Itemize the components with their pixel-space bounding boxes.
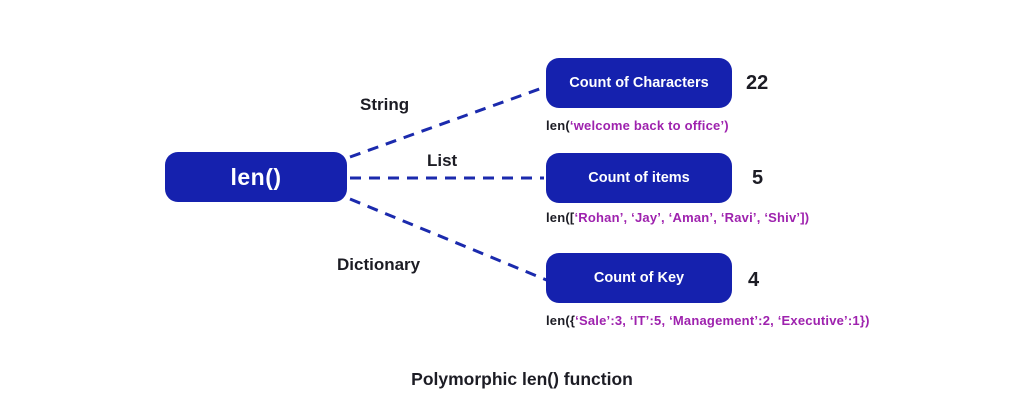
branch-label-dictionary: Dictionary [337, 255, 421, 274]
connector-dictionary-line [349, 197, 550, 283]
branch-label-list: List [427, 151, 458, 170]
code-example-dictionary: len({‘Sale’:3, ‘IT’:5, ‘Management’:2, ‘… [546, 313, 870, 328]
code-argument: ‘Rohan’, ‘Jay’, ‘Aman’, ‘Ravi’, ‘Shiv’]) [574, 210, 810, 225]
code-prefix: len({ [546, 313, 576, 328]
code-argument: ‘Sale’:3, ‘IT’:5, ‘Management’:2, ‘Execu… [575, 313, 870, 328]
result-value-list: 5 [752, 167, 764, 189]
count-of-items-node: Count of items [546, 153, 732, 203]
code-example-string: len(‘welcome back to office’) [546, 118, 729, 133]
code-prefix: len( [546, 118, 570, 133]
code-prefix: len([ [546, 210, 575, 225]
result-value-string: 22 [746, 72, 769, 94]
result-value-dictionary: 4 [748, 269, 760, 291]
len-function-node: len() [165, 152, 347, 202]
code-argument: ‘welcome back to office’) [569, 118, 729, 133]
diagram-caption: Polymorphic len() function [411, 369, 633, 389]
branch-label-string: String [360, 95, 410, 114]
connector-string-line [349, 85, 546, 159]
code-example-list: len([‘Rohan’, ‘Jay’, ‘Aman’, ‘Ravi’, ‘Sh… [546, 210, 809, 225]
count-of-key-node: Count of Key [546, 253, 732, 303]
count-of-characters-node: Count of Characters [546, 58, 732, 108]
